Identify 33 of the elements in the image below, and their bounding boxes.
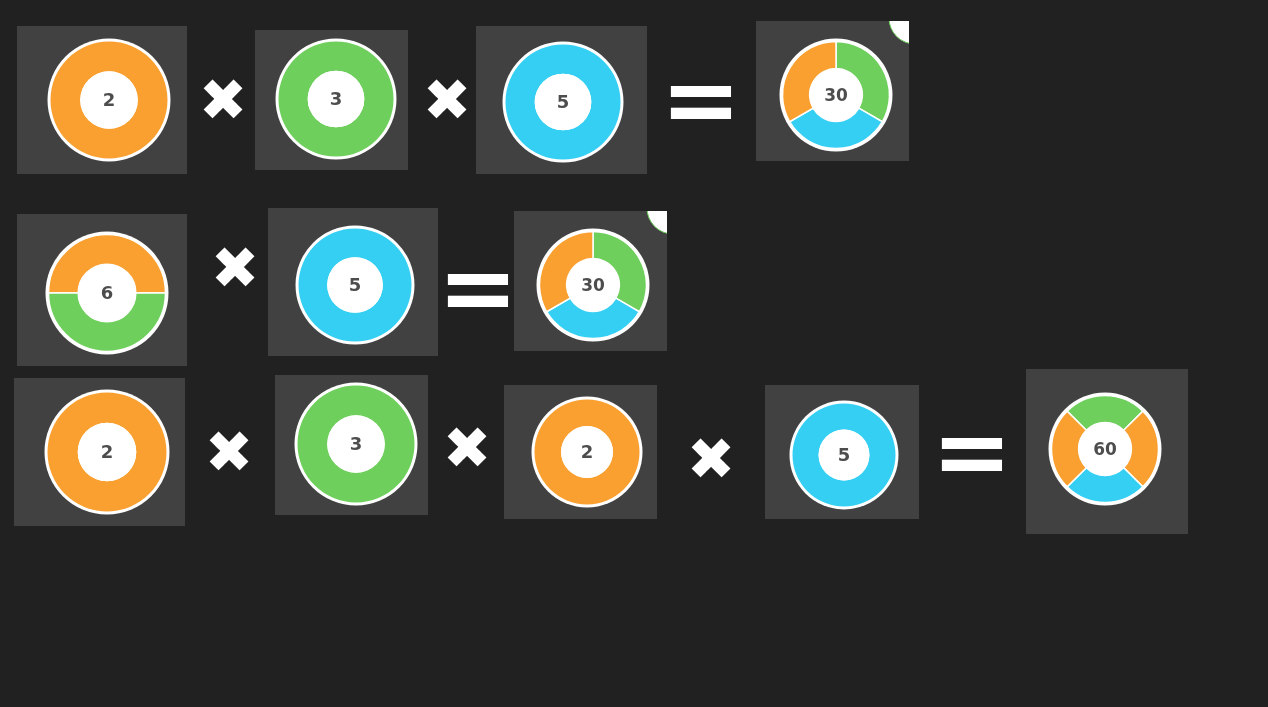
number-tile <box>17 214 187 366</box>
multiply-sign: ✖ <box>210 239 260 297</box>
number-tile <box>255 30 408 170</box>
number-label: 5 <box>837 446 851 464</box>
number-tile <box>765 385 919 519</box>
number-label: 2 <box>100 443 114 461</box>
number-tile <box>14 378 185 526</box>
number-label: 30 <box>581 276 605 294</box>
number-label: 3 <box>349 435 363 453</box>
equals-sign: = <box>437 240 519 336</box>
number-label: 6 <box>100 284 114 302</box>
multiply-sign: ✖ <box>198 71 248 129</box>
number-label: 3 <box>329 90 343 108</box>
equals-sign: = <box>931 404 1013 500</box>
number-label: 2 <box>102 91 116 109</box>
equals-sign: = <box>660 52 742 148</box>
number-tile <box>17 26 187 174</box>
number-tile <box>756 21 909 161</box>
number-tile <box>504 385 657 519</box>
number-label: 30 <box>824 86 848 104</box>
multiply-sign: ✖ <box>422 71 472 129</box>
number-label: 2 <box>580 443 594 461</box>
number-label: 5 <box>348 276 362 294</box>
multiply-sign: ✖ <box>204 423 254 481</box>
number-label: 60 <box>1093 440 1117 458</box>
number-tile <box>476 26 647 174</box>
number-tile <box>1026 369 1188 534</box>
number-label: 5 <box>556 93 570 111</box>
number-tile <box>268 208 438 356</box>
number-tile <box>514 211 667 351</box>
number-tile <box>275 375 428 515</box>
multiply-sign: ✖ <box>686 430 736 488</box>
multiply-sign: ✖ <box>442 419 492 477</box>
